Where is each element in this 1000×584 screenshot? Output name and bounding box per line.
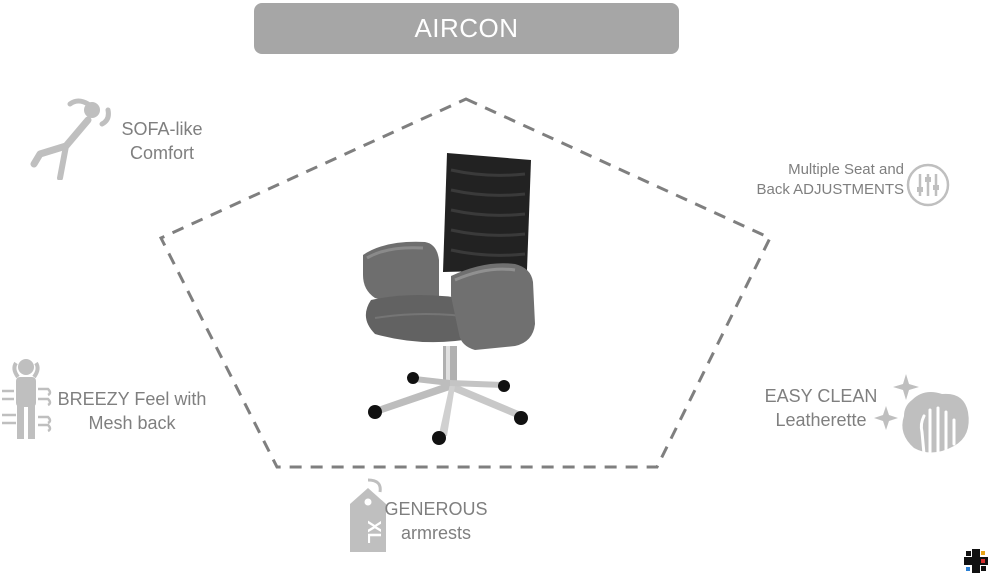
breeze-person-icon [2, 359, 52, 439]
office-chair-image [363, 153, 535, 445]
product-title: AIRCON [414, 13, 519, 43]
feature-breezy-line2: Mesh back [88, 413, 176, 434]
feature-sofa-comfort: SOFA-like Comfort [110, 117, 214, 166]
xl-tag-text: XL [364, 520, 384, 543]
feature-easy-clean: EASY CLEAN Leatherette [760, 384, 882, 433]
wipe-hand-icon [874, 374, 969, 456]
feature-adjustments-line2: Back ADJUSTMENTS [756, 181, 904, 199]
title-banner: AIRCON [254, 3, 679, 54]
sliders-icon [906, 163, 950, 207]
reclining-person-icon [30, 98, 111, 180]
feature-armrests-line1: GENEROUS [384, 499, 488, 519]
feature-clean-line1: EASY CLEAN [764, 386, 878, 406]
feature-adjustments: Multiple Seat and Back ADJUSTMENTS [748, 160, 904, 201]
feature-sofa-line2: Comfort [129, 143, 194, 164]
feature-sofa-line1: SOFA-like [121, 119, 203, 139]
brand-logo [964, 549, 988, 573]
feature-breezy: BREEZY Feel with Mesh back [54, 387, 210, 436]
feature-armrests: GENEROUS armrests [382, 497, 490, 546]
feature-breezy-line1: BREEZY Feel with [57, 389, 207, 409]
xl-tag-icon: XL [350, 478, 386, 552]
feature-armrests-line2: armrests [400, 523, 471, 544]
feature-clean-line2: Leatherette [775, 410, 867, 431]
feature-adjustments-line1: Multiple Seat and [788, 161, 904, 178]
